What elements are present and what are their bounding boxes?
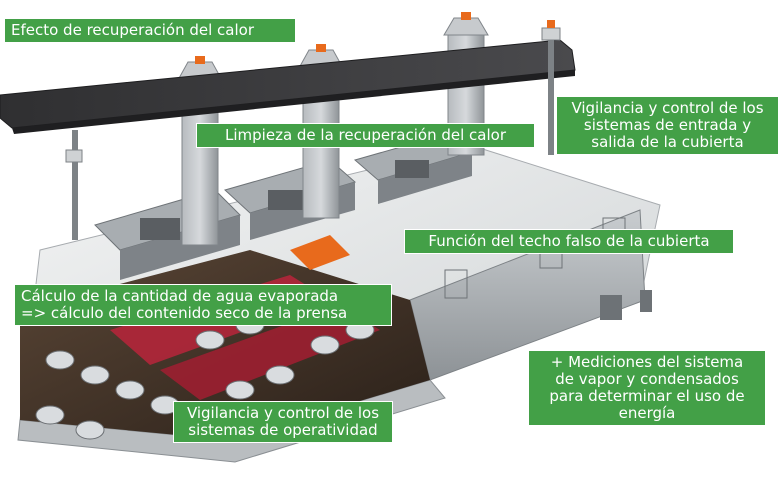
label-heat-recovery-effect: Efecto de recuperación del calor <box>4 18 296 43</box>
label-evaporated-water: Cálculo de la cantidad de agua evaporada… <box>14 284 392 326</box>
label-operability-monitoring: Vigilancia y control de los sistemas de … <box>173 401 393 443</box>
label-steam-measurements: + Mediciones del sistema de vapor y cond… <box>528 350 766 426</box>
label-hood-monitoring: Vigilancia y control de los sistemas de … <box>556 96 779 155</box>
label-false-ceiling: Función del techo falso de la cubierta <box>404 229 734 254</box>
hood-roof <box>0 20 576 240</box>
label-heat-recovery-cleaning: Limpieza de la recuperación del calor <box>196 123 535 148</box>
